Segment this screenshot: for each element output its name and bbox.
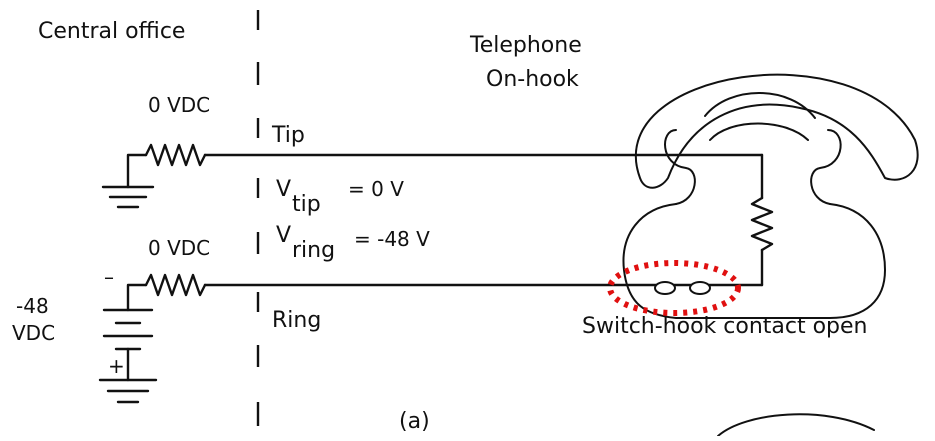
ring-vdc-label: 0 VDC [148, 236, 210, 260]
v-ring-annotation: V ring = -48 V [276, 223, 430, 263]
switch-hook-label: Switch-hook contact open [582, 314, 868, 339]
battery-plus-sign: + [108, 354, 125, 378]
ring-label: Ring [272, 308, 321, 333]
battery-voltage-label: -48 [16, 294, 49, 318]
ring-resistor [144, 273, 207, 297]
battery-lead [126, 283, 148, 312]
v-tip-annotation: V tip = 0 V [276, 177, 404, 217]
svg-text:= 0 V: = 0 V [348, 177, 404, 201]
figure-caption: (a) [399, 409, 430, 434]
next-telephone-outline [717, 413, 875, 437]
svg-text:V: V [276, 223, 291, 248]
svg-text:= -48 V: = -48 V [354, 227, 430, 251]
telephone-icon [622, 73, 919, 319]
svg-text:ring: ring [292, 238, 335, 263]
tip-label: Tip [271, 123, 305, 148]
tip-resistor [144, 143, 207, 167]
svg-text:tip: tip [292, 192, 321, 217]
central-office-label: Central office [38, 19, 185, 44]
telephone-label: Telephone [469, 33, 582, 58]
battery-symbol [98, 308, 158, 404]
tip-ground-symbol [101, 153, 155, 209]
tip-vdc-label: 0 VDC [148, 93, 210, 117]
svg-text:V: V [276, 177, 291, 202]
ringer-resistor [750, 196, 774, 252]
switch-hook-highlight [607, 260, 741, 316]
battery-unit-label: VDC [12, 321, 55, 345]
battery-minus-sign: – [104, 265, 114, 289]
switch-hook-contact [654, 281, 711, 295]
on-hook-label: On-hook [486, 67, 579, 92]
